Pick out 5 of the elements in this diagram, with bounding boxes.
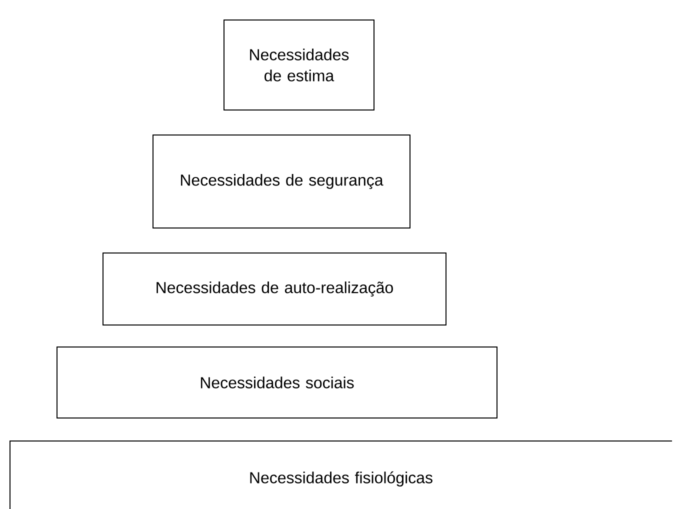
level-box: Necessidades de estima bbox=[224, 20, 374, 110]
level-box: Necessidades de auto-realização bbox=[102, 252, 446, 326]
level-box: Necessidades de segurança bbox=[152, 134, 410, 228]
level-box: Necessidades sociais bbox=[56, 346, 498, 418]
level-box: Necessidades fisiológicas bbox=[10, 440, 672, 509]
